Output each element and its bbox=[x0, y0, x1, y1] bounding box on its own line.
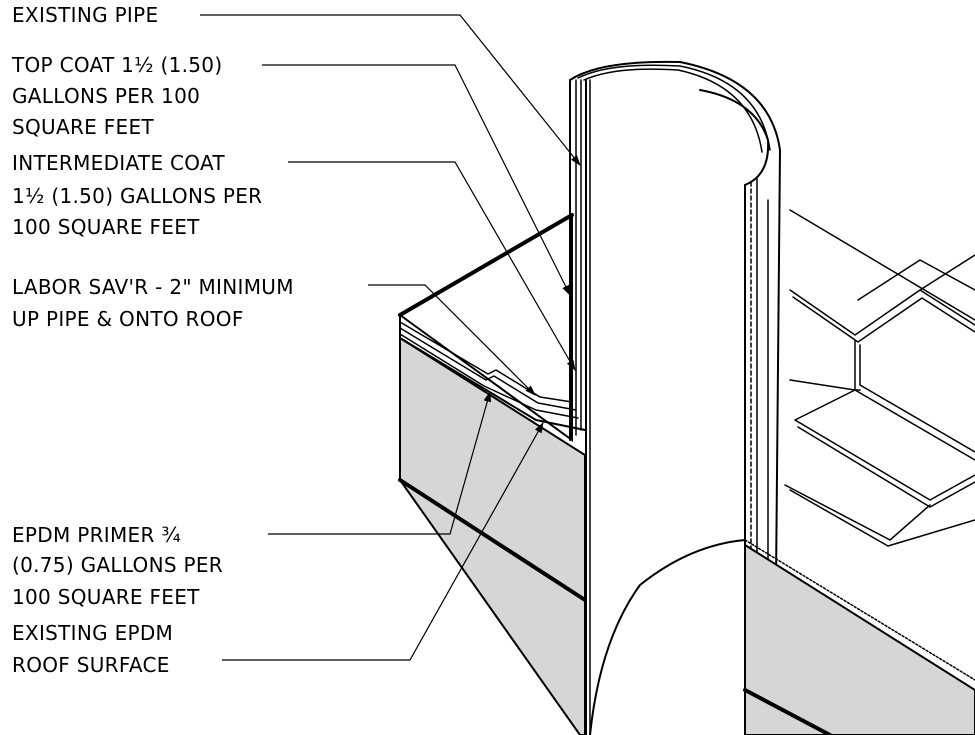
step-mid-riser-2 bbox=[859, 344, 975, 453]
step-mid-tread bbox=[789, 379, 856, 391]
step-lower-profile bbox=[794, 419, 975, 501]
step-upper-profile-2 bbox=[792, 296, 975, 343]
right-roof-section bbox=[743, 209, 975, 735]
callout-labels: EXISTING PIPE TOP COAT 1½ (1.50) GALLONS… bbox=[11, 3, 294, 677]
label-labor-savr-line1: LABOR SAV'R - 2" MINIMUM bbox=[12, 275, 294, 299]
leader-top-coat bbox=[262, 64, 571, 296]
leader-lines bbox=[200, 14, 581, 661]
label-existing-epdm-line1: EXISTING EPDM bbox=[12, 621, 173, 645]
step-upper-profile bbox=[789, 289, 975, 336]
leader-existing-epdm bbox=[222, 422, 544, 661]
leader-epdm-primer bbox=[268, 390, 492, 535]
roof-bottom-edge bbox=[398, 478, 587, 602]
label-top-coat-line2: GALLONS PER 100 bbox=[12, 84, 200, 108]
label-labor-savr-line2: UP PIPE & ONTO ROOF bbox=[12, 307, 244, 331]
step-upper-back bbox=[789, 209, 975, 321]
pipe-rim-coat-1 bbox=[577, 64, 771, 151]
label-epdm-primer-line2: (0.75) GALLONS PER bbox=[12, 553, 223, 577]
step-mid-tread-2 bbox=[794, 389, 861, 421]
right-bottom-edge bbox=[743, 688, 832, 735]
pipe-inner-opening bbox=[699, 89, 770, 186]
right-deck-section-face bbox=[744, 543, 975, 735]
roof-back-edge bbox=[398, 213, 574, 317]
step-bottom-tread-2 bbox=[789, 489, 889, 547]
label-epdm-primer-line3: 100 SQUARE FEET bbox=[12, 585, 200, 609]
label-intermediate-coat-line1: INTERMEDIATE COAT bbox=[12, 151, 225, 175]
step-top-back bbox=[857, 259, 975, 301]
pipe-rim-coat-2 bbox=[583, 68, 763, 153]
step-bottom-edge bbox=[887, 519, 975, 547]
roof-section-block bbox=[398, 213, 587, 735]
coat-layer-1 bbox=[399, 321, 573, 403]
step-bottom-tread bbox=[784, 484, 931, 541]
step-top-edge bbox=[919, 254, 975, 291]
leader-intermediate-coat bbox=[288, 161, 576, 371]
label-intermediate-coat-line2: 1½ (1.50) GALLONS PER bbox=[12, 184, 262, 208]
leader-existing-pipe bbox=[200, 14, 581, 166]
epdm-surface-line bbox=[399, 337, 586, 431]
step-lower-profile-2 bbox=[797, 426, 975, 508]
label-existing-epdm-line2: ROOF SURFACE bbox=[12, 653, 170, 677]
label-top-coat-line3: SQUARE FEET bbox=[12, 115, 154, 139]
coat-layer-3 bbox=[399, 333, 579, 419]
label-top-coat-line1: TOP COAT 1½ (1.50) bbox=[11, 53, 222, 77]
coat-layer-2 bbox=[399, 327, 577, 411]
pipe-bottom-curve bbox=[589, 539, 746, 735]
label-epdm-primer-line1: EPDM PRIMER ¾ bbox=[12, 523, 181, 547]
label-intermediate-coat-line3: 100 SQUARE FEET bbox=[12, 215, 200, 239]
label-existing-pipe: EXISTING PIPE bbox=[12, 3, 158, 27]
pipe-rim-outer bbox=[569, 60, 781, 691]
leader-labor-savr bbox=[368, 284, 536, 396]
right-epdm-dashed bbox=[744, 539, 975, 681]
